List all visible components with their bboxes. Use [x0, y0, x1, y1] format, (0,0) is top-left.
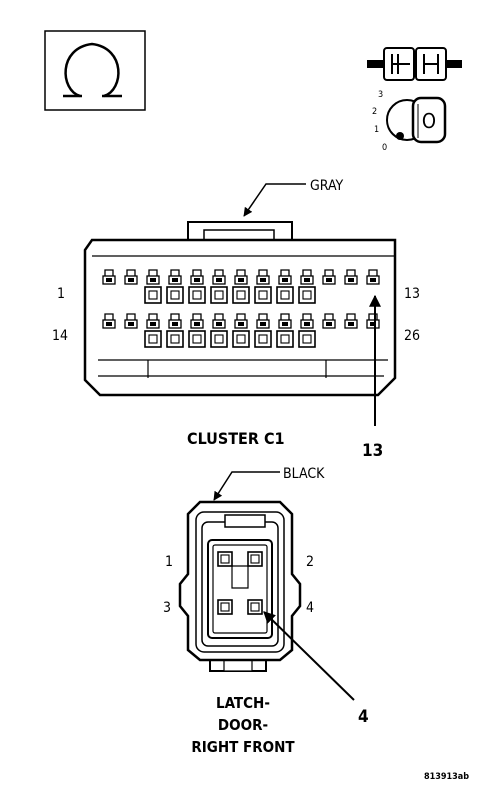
- cluster-pin-cavity: [144, 269, 162, 304]
- cluster-pin-cavity: [344, 313, 358, 329]
- ignition-position-2: 2: [372, 107, 377, 117]
- latch-pin-cavity: [217, 551, 233, 567]
- cluster-pin-cavity: [322, 313, 336, 329]
- omega-symbol-icon: [44, 30, 146, 111]
- cluster-pin-cavity: [124, 313, 138, 329]
- latch-color-label: BLACK: [283, 466, 325, 482]
- latch-name-line-3: RIGHT FRONT: [191, 738, 295, 756]
- cluster-pin-cavity: [144, 313, 162, 348]
- cluster-pin-cavity: [298, 269, 316, 304]
- cluster-pin-cavity: [276, 313, 294, 348]
- cluster-pin-cavity: [188, 313, 206, 348]
- ignition-key-letter: O: [422, 109, 436, 133]
- cluster-connector-name: CLUSTER C1: [187, 429, 285, 448]
- latch-callout-arrow: [263, 611, 355, 701]
- cluster-pin-cavity: [232, 269, 250, 304]
- cluster-pin-cavity: [124, 269, 138, 285]
- latch-pin-cavity: [217, 599, 233, 615]
- latch-callout-number: 4: [358, 707, 369, 727]
- latch-pin-cavity: [247, 599, 263, 615]
- cluster-color-label: GRAY: [310, 178, 343, 194]
- cluster-pin-cavity: [366, 269, 380, 285]
- latch-pin-4-label: 4: [306, 600, 314, 616]
- cluster-pin-26-label: 26: [404, 328, 420, 344]
- figure-id: 813913ab: [424, 772, 469, 782]
- latch-name-line-2: DOOR-: [218, 716, 268, 734]
- cluster-pin-cavity: [298, 313, 316, 348]
- latch-color-leader: [213, 471, 280, 501]
- cluster-pin-cavity: [366, 313, 380, 329]
- cluster-pin-cavity: [322, 269, 336, 285]
- cluster-callout-number: 13: [362, 441, 383, 461]
- cluster-pin-13-label: 13: [404, 286, 420, 302]
- ignition-position-3: 3: [378, 90, 383, 100]
- cluster-pin-cavity: [102, 313, 116, 329]
- latch-name-line-1: LATCH-: [216, 694, 270, 712]
- cluster-color-leader: [243, 183, 306, 217]
- cluster-pin-cavity: [166, 269, 184, 304]
- cluster-pin-cavity: [344, 269, 358, 285]
- cluster-pin-14-label: 14: [52, 328, 68, 344]
- cluster-pin-cavity: [102, 269, 116, 285]
- cluster-pin-cavity: [210, 269, 228, 304]
- cluster-pin-cavity: [254, 269, 272, 304]
- ignition-position-0: 0: [382, 143, 387, 153]
- ignition-key-icon: [386, 96, 447, 144]
- latch-door-connector: [178, 500, 302, 672]
- latch-pin-2-label: 2: [306, 554, 314, 570]
- cluster-pin-cavity: [254, 313, 272, 348]
- cluster-pin-cavity: [166, 313, 184, 348]
- latch-pin-3-label: 3: [163, 600, 171, 616]
- cluster-c1-connector: [83, 221, 397, 397]
- cluster-pin-cavity: [210, 313, 228, 348]
- ignition-position-1: 1: [374, 125, 379, 135]
- cluster-pin-cavity: [232, 313, 250, 348]
- connector-plug-icon: [367, 47, 462, 81]
- cluster-pin-cavity: [188, 269, 206, 304]
- latch-pin-cavity: [247, 551, 263, 567]
- cluster-pin-1-label: 1: [57, 286, 65, 302]
- cluster-pin-cavity: [276, 269, 294, 304]
- latch-pin-1-label: 1: [165, 554, 173, 570]
